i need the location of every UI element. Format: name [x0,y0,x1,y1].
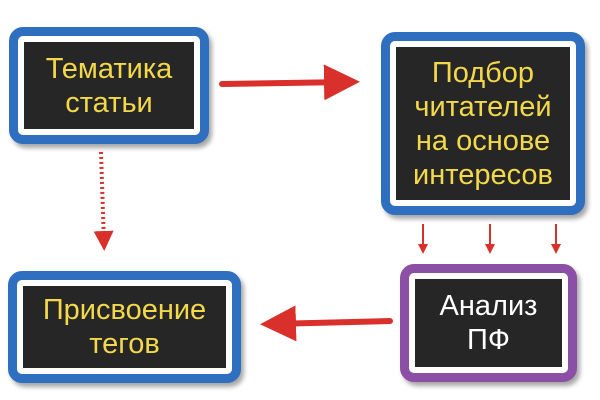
node-tags: Присвоение тегов [8,271,241,383]
arrow-analysis-to-tags [260,305,393,342]
node-topic: Тематика статьи [9,27,209,144]
arrow-topic-to-tags-dotted [93,151,114,251]
node-topic-label: Тематика статьи [24,42,194,129]
arrow-topic-to-readers [219,64,360,101]
node-readers-label: Подбор читателей на основе интересов [396,47,570,200]
node-readers: Подбор читателей на основе интересов [381,32,585,215]
node-tags-label: Присвоение тегов [23,286,226,368]
node-analysis: Анализ ПФ [400,264,577,382]
node-analysis-label: Анализ ПФ [415,279,562,367]
